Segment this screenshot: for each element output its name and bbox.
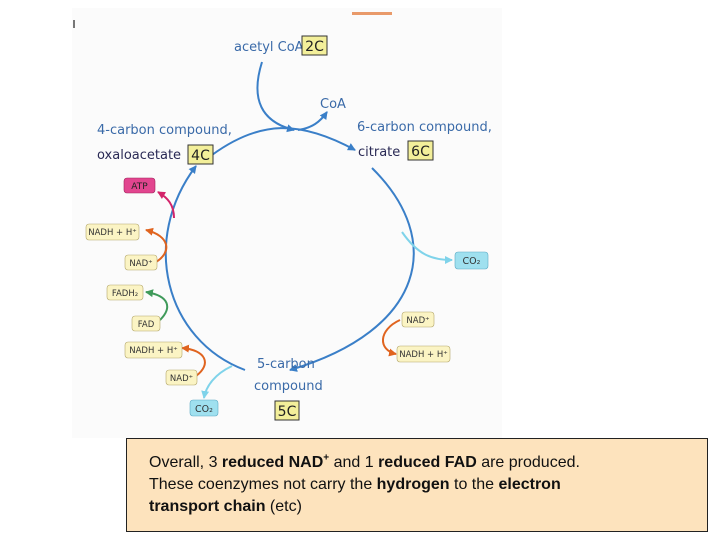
summary-line-1-post: are produced.: [476, 454, 580, 471]
reduced-nad-text: reduced NAD: [221, 454, 324, 471]
atp-box: [123, 177, 156, 194]
nad-left-2-label: NAD⁺: [170, 374, 193, 384]
cycle-arrow-citrate-to-5c: [289, 167, 415, 372]
oxaloacetate-carbon-count: 4C: [191, 148, 210, 164]
oxaloacetate-label-line2: oxaloacetate: [97, 148, 181, 163]
co2-right-arrow: [401, 231, 453, 264]
five-carbon-label-line1: 5-carbon: [257, 357, 315, 372]
atp-arrow: [157, 191, 175, 219]
acetyl-coa-entry-arrow: [256, 61, 295, 133]
nadh-right-label: NADH + H⁺: [399, 350, 448, 360]
reduced-nad-term: reduced NAD+: [221, 452, 330, 471]
summary-line-2: These coenzymes not carry the hydrogen t…: [149, 474, 689, 496]
co2-left-arrow: [201, 365, 233, 399]
oxaloacetate-carbon-box: [187, 144, 214, 165]
citrate-label-line1: 6-carbon compound,: [357, 120, 492, 135]
cycle-arrow-oxaloacetate-to-citrate: [211, 127, 356, 156]
nad-right-arrow: [382, 319, 401, 357]
nad-right-label: NAD⁺: [406, 316, 429, 326]
summary-line-1-mid: and 1: [329, 454, 379, 471]
co2-right-label: CO₂: [463, 256, 481, 267]
transport-chain-term: transport chain: [149, 498, 266, 515]
summary-line-1: Overall, 3 reduced NAD+ and 1 reduced FA…: [149, 452, 689, 474]
fadh2-label: FADH₂: [112, 289, 138, 299]
co2-right-box: [454, 251, 489, 270]
nad-left-1-box: [124, 254, 158, 271]
citrate-carbon-count: 6C: [411, 144, 430, 160]
reduced-nad-sup: +: [323, 452, 330, 464]
nadh-left-1-label: NADH + H⁺: [88, 228, 137, 238]
fadh2-box: [106, 284, 144, 301]
reduced-fad-term: reduced FAD: [378, 454, 477, 471]
cycle-arrow-5c-to-oxaloacetate: [164, 165, 246, 371]
hydrogen-term: hydrogen: [376, 476, 450, 493]
nad-right-box: [401, 311, 435, 328]
summary-line-2-mid: to the: [449, 476, 499, 493]
acetyl-coa-label: acetyl CoA: [234, 40, 304, 55]
summary-line-3-post: (etc): [265, 498, 302, 515]
summary-line-2-pre: These coenzymes not carry the: [149, 476, 377, 493]
fad-label: FAD: [138, 320, 155, 330]
top-orange-mark: [352, 12, 392, 15]
coa-label: CoA: [320, 97, 346, 112]
fad-arrow: [145, 289, 169, 321]
nadh-left-2-box: [124, 341, 183, 359]
nadh-left-2-label: NADH + H⁺: [129, 346, 178, 356]
nad-left-2-arrow: [181, 344, 206, 377]
coa-release-arrow: [297, 111, 328, 131]
five-carbon-count: 5C: [278, 404, 297, 420]
electron-term: electron: [498, 476, 561, 493]
nad-left-1-arrow: [145, 227, 168, 263]
nad-left-1-label: NAD⁺: [129, 259, 152, 269]
page-scan-background: [72, 8, 502, 438]
acetyl-coa-carbon-count: 2C: [305, 39, 324, 55]
atp-label: ATP: [131, 182, 148, 192]
nadh-left-1-box: [85, 223, 140, 241]
citrate-label-line2: citrate: [358, 145, 400, 160]
summary-note: Overall, 3 reduced NAD+ and 1 reduced FA…: [126, 438, 708, 532]
five-carbon-box: [274, 400, 300, 421]
oxaloacetate-label-line1: 4-carbon compound,: [97, 123, 232, 138]
nadh-right-box: [396, 345, 451, 363]
co2-left-label: CO₂: [195, 404, 213, 415]
five-carbon-label-line2: compound: [254, 379, 323, 394]
summary-line-1-pre: Overall, 3: [149, 454, 222, 471]
nad-left-2-box: [165, 369, 198, 386]
citrate-carbon-box: [407, 140, 434, 161]
co2-left-box: [189, 399, 219, 417]
fad-box: [131, 315, 161, 332]
left-mark: [73, 20, 75, 28]
summary-line-3: transport chain (etc): [149, 496, 689, 518]
acetyl-coa-carbon-box: [301, 35, 328, 56]
